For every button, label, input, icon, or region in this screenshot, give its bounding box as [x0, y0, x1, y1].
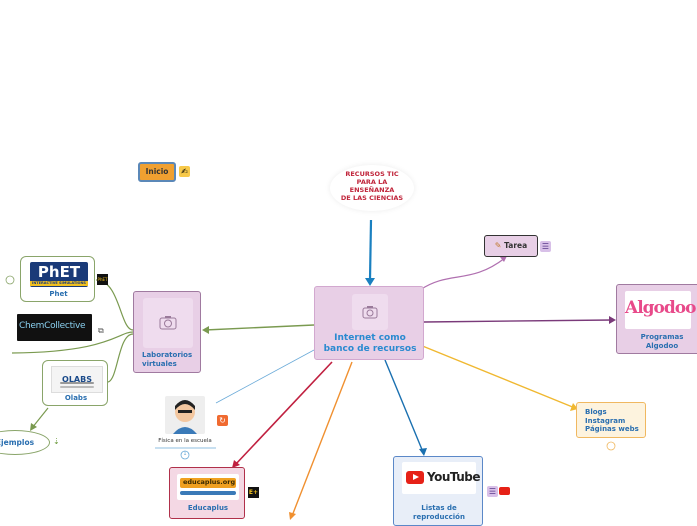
phet-logo: PhET INTERACTIVE SIMULATIONS — [30, 262, 88, 287]
algodoo-line: Programas — [640, 333, 684, 341]
central-topic[interactable]: Internet como banco de recursos — [314, 286, 424, 360]
youtube-play-icon — [406, 471, 424, 484]
chemcollective-node[interactable]: ChemCollective — [12, 310, 96, 354]
labs-label: Laboratorios virtuales — [142, 351, 200, 369]
title-line: RECURSOS TIC — [345, 170, 399, 178]
arrow-head-youtube — [419, 448, 427, 456]
image-placeholder — [143, 298, 193, 348]
youtube-line: Listas de — [421, 504, 457, 512]
blogs-line: Instagram — [585, 416, 626, 425]
phet-logo-sub: INTERACTIVE SIMULATIONS — [30, 281, 88, 286]
title-line: DE LAS CIENCIAS — [340, 194, 404, 202]
link-labs-chem — [11, 331, 134, 354]
algodoo-label: Programas Algodoo — [625, 333, 697, 351]
youtube-label: Listas de reproducción — [394, 504, 484, 522]
olabs-label: Olabs — [64, 394, 88, 402]
labs-line: Laboratorios — [142, 351, 193, 359]
image-placeholder — [352, 294, 388, 330]
olabs-logo: OLABS — [51, 366, 103, 393]
blogs-node[interactable]: Blogs Instagram Páginas webs — [576, 402, 646, 438]
link-center-youtube — [384, 359, 424, 453]
educaplus-node[interactable]: educaplus.org Educaplus — [169, 467, 245, 519]
labs-topic[interactable]: Laboratorios virtuales — [133, 291, 201, 373]
camera-icon — [362, 306, 378, 319]
link-center-task — [419, 257, 506, 291]
phet-label: Phet — [49, 290, 68, 298]
list-icon[interactable]: ☰ — [540, 241, 551, 252]
external-link-icon[interactable]: ⧉ — [98, 326, 104, 335]
arrow-head-orange — [289, 512, 296, 520]
link-center-labs — [204, 324, 315, 331]
collapse-toggle-phet[interactable] — [5, 275, 15, 285]
central-topic-line: banco de recursos — [323, 344, 417, 354]
chemcollective-logo-text: ChemCollective — [19, 321, 86, 331]
youtube-line: reproducción — [413, 513, 465, 521]
fisica-count-badge: 1 — [183, 451, 187, 457]
info-icon[interactable]: ⇣ — [53, 437, 60, 446]
camera-icon — [159, 316, 177, 330]
youtube-logo-text: YouTube — [427, 470, 481, 484]
title-line: PARA LA — [356, 178, 388, 186]
blogs-line: Blogs — [585, 408, 607, 416]
algodoo-logo: Algodoo — [625, 291, 696, 329]
link-labs-olabs — [107, 333, 134, 383]
arrow-head-center — [365, 278, 375, 286]
phet-node[interactable]: PhET INTERACTIVE SIMULATIONS Phet — [20, 256, 95, 302]
labs-line: virtuales — [142, 360, 177, 368]
educaplus-label: Educaplus — [187, 504, 229, 512]
link-center-orange — [291, 361, 353, 517]
task-label: Tarea — [504, 241, 528, 250]
map-title: RECURSOS TIC PARA LA ENSEÑANZA DE LAS CI… — [330, 165, 414, 211]
link-center-fisica — [215, 349, 315, 404]
olabs-node[interactable]: OLABS Olabs — [42, 360, 108, 406]
arrow-head-educaplus — [232, 460, 240, 468]
arrow-head-algodoo — [609, 316, 616, 324]
title-line: ENSEÑANZA — [349, 186, 395, 194]
start-button[interactable]: Inicio — [138, 162, 176, 182]
link-olabs-ejemplos — [31, 407, 49, 429]
educaplus-favicon-icon[interactable]: E+ — [248, 487, 259, 498]
central-topic-label: Internet como banco de recursos — [315, 333, 425, 355]
arrow-head-ejemplos — [30, 423, 37, 431]
share-icon[interactable]: ↻ — [217, 415, 228, 426]
pencil-icon: ✎ — [494, 241, 502, 250]
algodoo-line: Algodoo — [645, 342, 679, 350]
fisica-label: Física en la escuela — [158, 438, 212, 444]
link-title-center — [368, 219, 373, 281]
arrow-head-task — [500, 256, 507, 262]
educaplus-logo: educaplus.org — [177, 474, 239, 500]
link-center-blogs — [419, 344, 576, 409]
olabs-logo-text: OLABS — [62, 375, 92, 384]
youtube-node[interactable]: YouTube Listas de reproducción — [393, 456, 483, 526]
youtube-play-icon[interactable] — [499, 487, 510, 495]
chemcollective-logo: ChemCollective — [17, 314, 92, 341]
fisica-node[interactable]: Física en la escuela — [155, 396, 215, 448]
blogs-line: Páginas webs — [585, 425, 639, 433]
link-labs-phet — [95, 279, 134, 331]
link-center-algodoo — [423, 319, 613, 323]
list-icon[interactable]: ☰ — [487, 486, 498, 497]
algodoo-node[interactable]: Algodoo Programas Algodoo — [616, 284, 697, 354]
task-node[interactable]: ✎ Tarea — [484, 235, 538, 257]
youtube-logo: YouTube — [402, 462, 481, 494]
pencil-hand-icon: ✍ — [179, 166, 190, 177]
phet-favicon-icon[interactable]: PhET — [97, 274, 108, 285]
algodoo-logo-text: Algodoo — [625, 298, 696, 318]
collapse-toggle-fisica[interactable] — [180, 450, 190, 460]
arrow-head-labs — [202, 326, 209, 334]
link-center-educaplus — [234, 361, 333, 466]
collapse-toggle-blogs[interactable] — [606, 441, 616, 451]
educaplus-logo-text: educaplus.org — [183, 478, 236, 486]
central-topic-line: Internet como — [334, 333, 406, 343]
phet-logo-text: PhET — [37, 263, 81, 281]
avatar-icon — [165, 396, 205, 434]
